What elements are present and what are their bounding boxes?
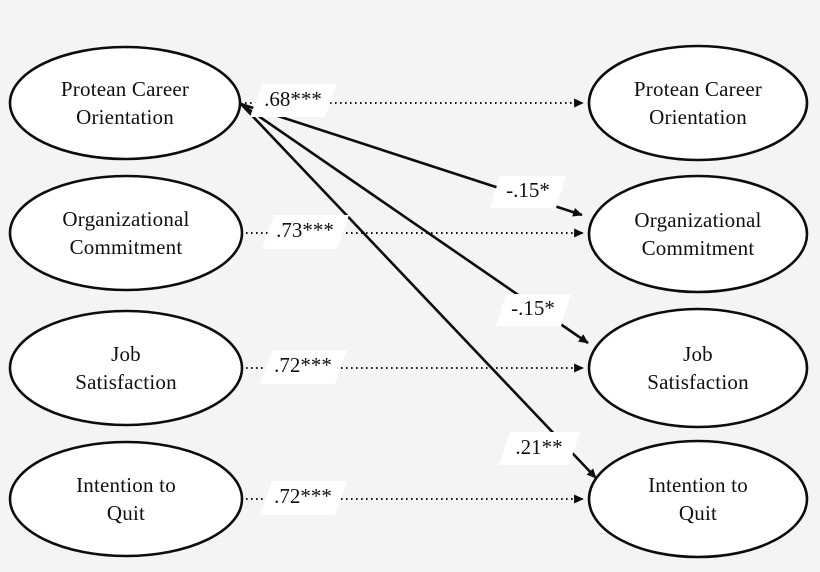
- coef-plate: [490, 176, 566, 208]
- ellipse-shape: [8, 309, 244, 427]
- ellipse-shape: [8, 440, 244, 558]
- coef-path-pco-stability: .68***: [250, 84, 337, 117]
- node-label-line1: Intention to: [648, 473, 748, 497]
- coef-value: .73***: [276, 218, 334, 242]
- coef-value: .72***: [274, 484, 332, 508]
- ellipse-shape: [587, 174, 809, 294]
- cross-lagged-paths-group: [240, 102, 597, 479]
- coef-path-js-stability: .72***: [260, 350, 347, 384]
- left-organizational-commitment[interactable]: Organizational Commitment: [8, 174, 244, 292]
- ellipse-shape: [587, 307, 809, 429]
- coef-plate: [496, 294, 571, 326]
- ellipse-shape: [8, 45, 242, 161]
- node-label-line1: Organizational: [634, 208, 761, 232]
- node-label-line2: Commitment: [70, 235, 183, 259]
- coef-value: .72***: [274, 353, 332, 377]
- right-intention-to-quit[interactable]: Intention to Quit: [587, 439, 809, 559]
- right-job-satisfaction[interactable]: Job Satisfaction: [587, 307, 809, 429]
- left-column-nodes: Protean Career Orientation Organizationa…: [8, 45, 244, 558]
- node-label-line1: Job: [683, 342, 713, 366]
- coef-value: -.15*: [511, 296, 555, 320]
- stability-paths-group: [240, 98, 584, 504]
- node-label-line2: Satisfaction: [647, 370, 749, 394]
- node-label-line1: Intention to: [76, 473, 176, 497]
- coef-path-pco-to-oc: -.15*: [490, 176, 566, 208]
- coef-plate: [260, 350, 347, 384]
- ellipse-shape: [8, 174, 244, 292]
- coef-path-oc-stability: .73***: [262, 215, 349, 249]
- coef-plate: [499, 432, 580, 465]
- coef-value: -.15*: [506, 178, 550, 202]
- coef-value: .21**: [515, 435, 562, 459]
- coef-plate: [250, 84, 337, 117]
- left-intention-to-quit[interactable]: Intention to Quit: [8, 440, 244, 558]
- coefficient-labels-group: .68*** .73*** .72*** .72*** -.15* -.15*: [250, 84, 580, 515]
- node-label-line2: Orientation: [649, 105, 747, 129]
- coef-path-pco-to-itq: .21**: [499, 432, 580, 465]
- ellipse-shape: [587, 44, 809, 162]
- coef-value: .68***: [264, 87, 322, 111]
- node-label-line1: Protean Career: [634, 77, 762, 101]
- node-label-line1: Job: [111, 342, 141, 366]
- node-label-line1: Protean Career: [61, 77, 189, 101]
- path-pco-to-itq-line: [240, 103, 597, 479]
- ellipse-shape: [587, 439, 809, 559]
- node-label-line2: Orientation: [76, 105, 174, 129]
- node-label-line2: Commitment: [642, 236, 755, 260]
- coef-path-pco-to-js: -.15*: [496, 294, 571, 326]
- coef-plate: [262, 215, 349, 249]
- node-label-line2: Quit: [679, 501, 717, 525]
- coef-path-itq-stability: .72***: [260, 481, 347, 515]
- left-protean-career-orientation[interactable]: Protean Career Orientation: [8, 45, 242, 161]
- node-label-line2: Satisfaction: [75, 370, 177, 394]
- coef-plate: [260, 481, 347, 515]
- right-column-nodes: Protean Career Orientation Organizationa…: [587, 44, 809, 559]
- node-label-line1: Organizational: [62, 207, 189, 231]
- right-organizational-commitment[interactable]: Organizational Commitment: [587, 174, 809, 294]
- right-protean-career-orientation[interactable]: Protean Career Orientation: [587, 44, 809, 162]
- left-job-satisfaction[interactable]: Job Satisfaction: [8, 309, 244, 427]
- node-label-line2: Quit: [107, 501, 145, 525]
